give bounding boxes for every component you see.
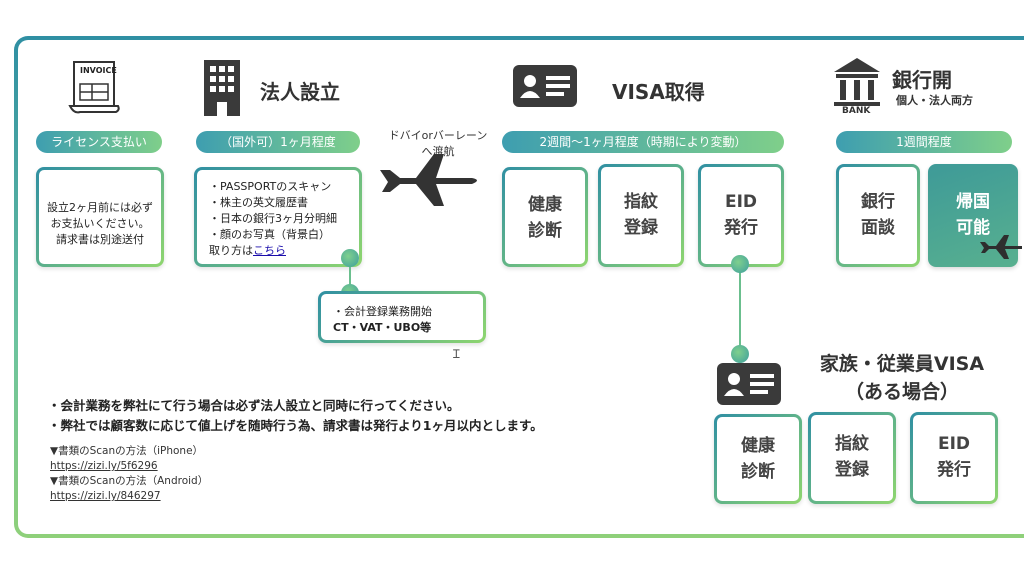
note-accounting: ・会計業務を弊社にて行う場合は必ず法人設立と同時に行ってください。 bbox=[48, 398, 460, 413]
license-card-line-2: お支払いください。 bbox=[50, 217, 150, 230]
doc-item-bank-statement: ・日本の銀行3ヶ月分明細 bbox=[209, 212, 337, 225]
scan-android-label: ▼書類のScanの方法（Android） bbox=[50, 475, 209, 487]
building-icon bbox=[202, 58, 242, 118]
travel-line-2: へ渡航 bbox=[421, 145, 455, 158]
family-card-health-line-2: 診断 bbox=[741, 462, 775, 482]
family-card-eid-line-2: 発行 bbox=[937, 460, 971, 480]
notes-block: ・会計業務を弊社にて行う場合は必ず法人設立と同時に行ってください。 ・弊社では顧… bbox=[48, 396, 543, 436]
license-card: 設立2ヶ月前には必ず お支払いください。 請求書は別途送付 bbox=[36, 167, 164, 267]
license-pill: ライセンス支払い bbox=[36, 131, 162, 153]
id-card-icon bbox=[512, 64, 578, 108]
license-card-line-1: 設立2ヶ月前には必ず bbox=[47, 201, 153, 214]
airplane-icon bbox=[376, 152, 484, 208]
incorporation-card: ・PASSPORTのスキャン ・株主の英文履歴書 ・日本の銀行3ヶ月分明細 ・顔… bbox=[194, 167, 362, 267]
connector-dot bbox=[731, 255, 749, 273]
eid-connector bbox=[739, 266, 741, 354]
bank-card-interview-line-1: 銀行 bbox=[861, 192, 895, 212]
visa-card-fingerprint: 指紋 登録 bbox=[598, 164, 684, 267]
travel-label: ドバイorバーレーン へ渡航 bbox=[378, 128, 498, 160]
visa-card-eid-line-2: 発行 bbox=[724, 218, 758, 238]
accounting-card: ・会計登録業務開始 CT・VAT・UBO等 bbox=[318, 291, 486, 343]
scan-iphone-label: ▼書類のScanの方法（iPhone） bbox=[50, 445, 204, 457]
family-card-fingerprint-line-2: 登録 bbox=[835, 460, 869, 480]
doc-item-passport: ・PASSPORTのスキャン bbox=[209, 180, 332, 193]
doc-item-photo: ・顔のお写真（背景白） bbox=[209, 228, 330, 241]
family-visa-title-line-2: （ある場合） bbox=[844, 381, 959, 403]
visa-title: VISA取得 bbox=[612, 80, 705, 104]
family-visa-title: 家族・従業員VISA （ある場合） bbox=[804, 350, 1000, 406]
family-card-health-line-1: 健康 bbox=[741, 436, 775, 456]
accounting-line-1: ・会計登録業務開始 bbox=[333, 305, 432, 318]
family-id-card-icon bbox=[716, 362, 782, 406]
connector-dot bbox=[341, 249, 359, 267]
family-card-fingerprint: 指紋 登録 bbox=[808, 412, 896, 504]
family-card-health: 健康 診断 bbox=[714, 414, 802, 504]
visa-card-fingerprint-line-1: 指紋 bbox=[624, 192, 658, 212]
note-invoice: ・弊社では顧客数に応じて値上げを随時行う為、請求書は発行より1ヶ月以内とします。 bbox=[48, 418, 543, 433]
visa-card-eid: EID 発行 bbox=[698, 164, 784, 267]
bank-title: 銀行開 bbox=[892, 68, 952, 92]
family-card-eid-line-1: EID bbox=[937, 434, 971, 454]
text-cursor-icon: Ɪ bbox=[453, 347, 460, 361]
visa-pill: 2週間〜1ヶ月程度（時期により変動） bbox=[502, 131, 784, 153]
scan-android-link[interactable]: https://zizi.ly/846297 bbox=[50, 490, 161, 502]
family-card-eid: EID 発行 bbox=[910, 412, 998, 504]
connector-dot bbox=[731, 345, 749, 363]
doc-item-resume: ・株主の英文履歴書 bbox=[209, 196, 308, 209]
visa-card-eid-line-1: EID bbox=[724, 192, 758, 212]
family-visa-title-line-1: 家族・従業員VISA bbox=[819, 353, 985, 375]
scan-iphone-link[interactable]: https://zizi.ly/5f6296 bbox=[50, 460, 158, 472]
travel-line-1: ドバイorバーレーン bbox=[388, 129, 488, 142]
bank-card-interview-line-2: 面談 bbox=[861, 218, 895, 238]
accounting-line-2: CT・VAT・UBO等 bbox=[333, 321, 432, 334]
bank-pill: 1週間程度 bbox=[836, 131, 1012, 153]
bank-card-return-line-2: 可能 bbox=[956, 218, 990, 238]
connector-dot bbox=[341, 284, 359, 302]
scan-links: ▼書類のScanの方法（iPhone） https://zizi.ly/5f62… bbox=[50, 444, 208, 504]
howto-line: 取り方はこちら bbox=[209, 243, 359, 259]
howto-prefix: 取り方は bbox=[209, 244, 253, 257]
visa-card-health: 健康 診断 bbox=[502, 167, 588, 267]
visa-card-health-line-2: 診断 bbox=[528, 221, 562, 241]
family-card-fingerprint-line-1: 指紋 bbox=[835, 434, 869, 454]
visa-card-fingerprint-line-2: 登録 bbox=[624, 218, 658, 238]
bank-card-interview: 銀行 面談 bbox=[836, 164, 920, 267]
incorporation-pill: （国外可）1ヶ月程度 bbox=[196, 131, 360, 153]
bank-card-return-line-1: 帰国 bbox=[956, 192, 990, 212]
incorporation-title: 法人設立 bbox=[260, 80, 340, 104]
visa-card-health-line-1: 健康 bbox=[528, 195, 562, 215]
howto-link[interactable]: こちら bbox=[253, 244, 286, 257]
license-card-line-3: 請求書は別途送付 bbox=[56, 233, 144, 246]
bank-icon: BANK bbox=[832, 56, 882, 118]
invoice-icon: INVOICE bbox=[66, 58, 122, 118]
invoice-icon-label: INVOICE bbox=[80, 66, 117, 75]
bank-subtitle: 個人・法人両方 bbox=[896, 94, 973, 107]
bank-icon-label: BANK bbox=[842, 106, 871, 116]
airplane-icon bbox=[978, 234, 1024, 260]
incorporation-connector bbox=[349, 258, 351, 294]
